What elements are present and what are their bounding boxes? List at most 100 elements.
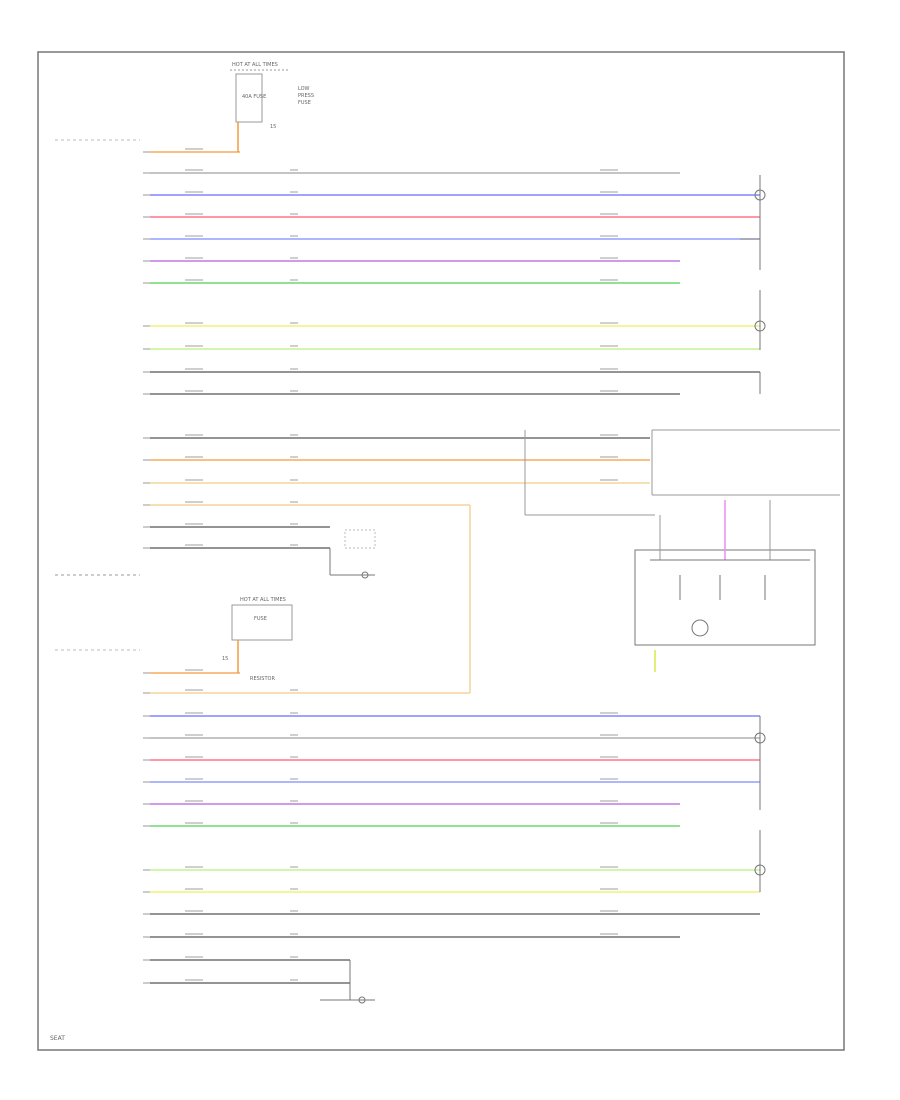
- upper-wire-label-2-1: [290, 191, 298, 193]
- upper-wire-label-12-1: [290, 456, 298, 458]
- mid-resistor-label: RESISTOR: [250, 676, 275, 682]
- upper-wire-label-13-0: [185, 479, 203, 481]
- lower-wire-label-8-0: [185, 866, 203, 868]
- upper-wire-label-13-1: [290, 479, 298, 481]
- mid-fuse-note: HOT AT ALL TIMES: [240, 597, 286, 603]
- memory-switch-box: [634, 500, 816, 646]
- lower-wire-label-13-1: [290, 979, 298, 981]
- lower-wire-label-13-0: [185, 979, 203, 981]
- lower-wire-label-7-0: [185, 822, 203, 824]
- lower-wire-label-5-2: [600, 778, 618, 780]
- upper-wire-label-10-2: [600, 390, 618, 392]
- upper-wire-label-16-1: [290, 544, 298, 546]
- upper-wire-label-9-2: [600, 368, 618, 370]
- upper-wire-label-8-1: [290, 345, 298, 347]
- upper-wire-label-5-0: [185, 257, 203, 259]
- upper-wire-label-11-0: [185, 434, 203, 436]
- mid-fuse-block: HOT AT ALL TIMES FUSE 15 RESISTOR: [222, 597, 293, 682]
- mid-ground-switch: [329, 529, 376, 579]
- top-fuse-number: 15: [270, 124, 276, 130]
- lower-wire-label-4-1: [290, 756, 298, 758]
- upper-wire-label-2-0: [185, 191, 203, 193]
- lower-wire-label-6-0: [185, 800, 203, 802]
- upper-wire-label-14-1: [290, 501, 298, 503]
- lower-wire-label-11-2: [600, 933, 618, 935]
- upper-wire-label-10-1: [290, 390, 298, 392]
- lower-wire-label-7-2: [600, 822, 618, 824]
- lower-wire-label-3-2: [600, 734, 618, 736]
- lower-wire-label-11-0: [185, 933, 203, 935]
- upper-wire-label-5-1: [290, 257, 298, 259]
- lower-wire-label-3-0: [185, 734, 203, 736]
- upper-horizontal-motor: [740, 175, 766, 270]
- top-fuse-notes-line1: HOT AT ALL TIMES: [232, 62, 278, 68]
- top-fuse-note3: FUSE: [298, 100, 311, 106]
- lower-wire-label-8-2: [600, 866, 618, 868]
- upper-wire-label-8-0: [185, 345, 203, 347]
- upper-wire-label-3-0: [185, 213, 203, 215]
- upper-wire-label-9-0: [185, 368, 203, 370]
- upper-wire-label-9-1: [290, 368, 298, 370]
- lower-wire-label-9-0: [185, 888, 203, 890]
- upper-wire-label-4-0: [185, 235, 203, 237]
- lower-wire-label-2-2: [600, 712, 618, 714]
- lower-wire-label-5-0: [185, 778, 203, 780]
- lower-wire-label-1-0: [185, 689, 203, 691]
- lower-horizontal-motor: [754, 716, 766, 810]
- lower-wire-label-11-1: [290, 933, 298, 935]
- top-fuse-note2: PRESS: [298, 93, 314, 99]
- lower-vertical-motor: [754, 830, 766, 892]
- upper-wire-label-6-1: [290, 279, 298, 281]
- lower-wire-label-8-1: [290, 866, 298, 868]
- upper-wire-label-15-1: [290, 523, 298, 525]
- upper-wire-bundle: [143, 148, 760, 549]
- lower-wire-label-6-1: [290, 800, 298, 802]
- upper-vertical-motor: [754, 290, 766, 350]
- lower-wire-label-2-0: [185, 712, 203, 714]
- upper-wire-label-13-2: [600, 479, 618, 481]
- upper-wire-label-7-0: [185, 322, 203, 324]
- upper-wire-label-6-0: [185, 279, 203, 281]
- seat-memory-box: [524, 429, 840, 516]
- upper-wire-label-14-0: [185, 501, 203, 503]
- upper-wire-label-7-1: [290, 322, 298, 324]
- lower-wire-label-4-0: [185, 756, 203, 758]
- upper-wire-label-4-1: [290, 235, 298, 237]
- mid-fuse-label: FUSE: [254, 616, 267, 622]
- lower-wire-label-12-1: [290, 956, 298, 958]
- upper-wire-label-11-2: [600, 434, 618, 436]
- mid-fuse-number: 15: [222, 656, 228, 662]
- upper-wire-label-12-2: [600, 456, 618, 458]
- upper-wire-label-1-2: [600, 169, 618, 171]
- upper-wire-label-6-2: [600, 279, 618, 281]
- upper-wire-label-3-1: [290, 213, 298, 215]
- upper-wire-label-11-1: [290, 434, 298, 436]
- lower-wire-label-3-1: [290, 734, 298, 736]
- lower-wire-label-9-2: [600, 888, 618, 890]
- upper-wire-label-15-0: [185, 523, 203, 525]
- upper-wire-label-4-2: [600, 235, 618, 237]
- upper-wire-label-3-2: [600, 213, 618, 215]
- lower-wire-label-5-1: [290, 778, 298, 780]
- lower-wire-label-1-1: [290, 689, 298, 691]
- lower-wire-label-7-1: [290, 822, 298, 824]
- lower-wire-label-9-1: [290, 888, 298, 890]
- upper-wire-label-10-0: [185, 390, 203, 392]
- lower-wire-label-10-1: [290, 910, 298, 912]
- lower-wire-label-2-1: [290, 712, 298, 714]
- lower-wire-label-10-2: [600, 910, 618, 912]
- upper-wire-label-7-2: [600, 322, 618, 324]
- upper-wire-label-2-2: [600, 191, 618, 193]
- top-fuse-note: LOW: [298, 86, 310, 92]
- upper-wire-label-5-2: [600, 257, 618, 259]
- lower-wire-bundle: [143, 669, 760, 984]
- upper-wire-label-0-0: [185, 148, 203, 150]
- top-fuse-label: 40A FUSE: [242, 94, 266, 100]
- upper-wire-label-8-2: [600, 345, 618, 347]
- lower-wire-label-6-2: [600, 800, 618, 802]
- top-fuse-block: HOT AT ALL TIMES 40A FUSE 15 LOW PRESS F…: [230, 62, 314, 152]
- upper-wire-label-16-0: [185, 544, 203, 546]
- lower-wire-label-0-0: [185, 669, 203, 671]
- upper-wire-label-1-1: [290, 169, 298, 171]
